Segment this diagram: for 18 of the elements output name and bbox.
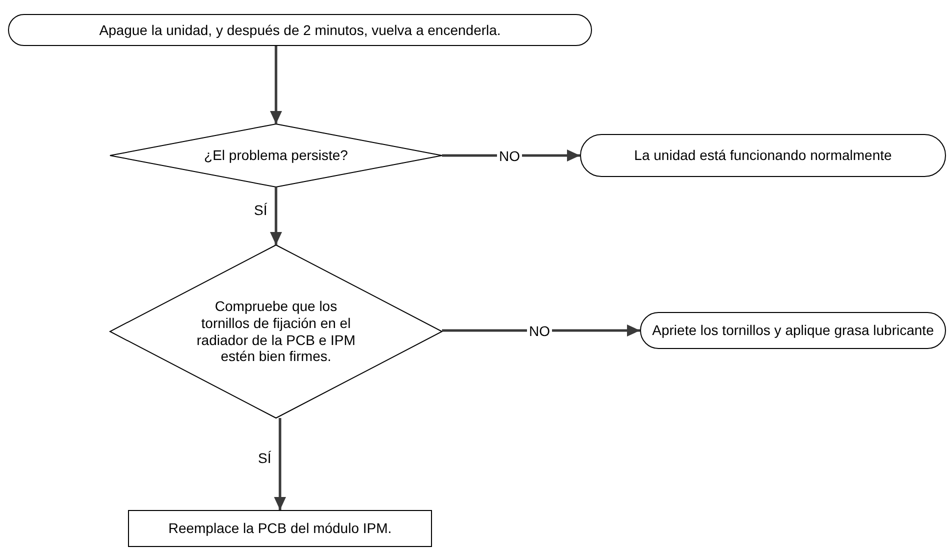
terminal-shape xyxy=(580,134,946,177)
process-box xyxy=(128,510,432,547)
edge-label: SÍ xyxy=(257,450,272,466)
node-text: La unidad está funcionando normalmente xyxy=(633,147,893,164)
arrow xyxy=(274,418,286,510)
node-text: ¿El problema persiste? xyxy=(203,147,349,164)
decision-diamond xyxy=(110,124,442,187)
arrow xyxy=(270,46,282,124)
node-text: Compruebe que los tornillos de fijación en el radiador de la PCB e IPM estén bien firmes. xyxy=(196,298,356,366)
decision-diamond xyxy=(110,245,442,418)
arrow xyxy=(270,187,282,245)
terminal-shape xyxy=(640,312,946,349)
arrow xyxy=(442,324,640,336)
node-text: Reemplace la PCB del módulo IPM. xyxy=(167,520,393,537)
node-text: Apriete los tornillos y aplique grasa lubricante xyxy=(651,322,935,339)
node-text: Apague la unidad, y después de 2 minutos, vuelva a encenderla. xyxy=(98,22,502,38)
edge-label: SÍ xyxy=(253,202,268,218)
terminal-shape xyxy=(8,14,592,46)
